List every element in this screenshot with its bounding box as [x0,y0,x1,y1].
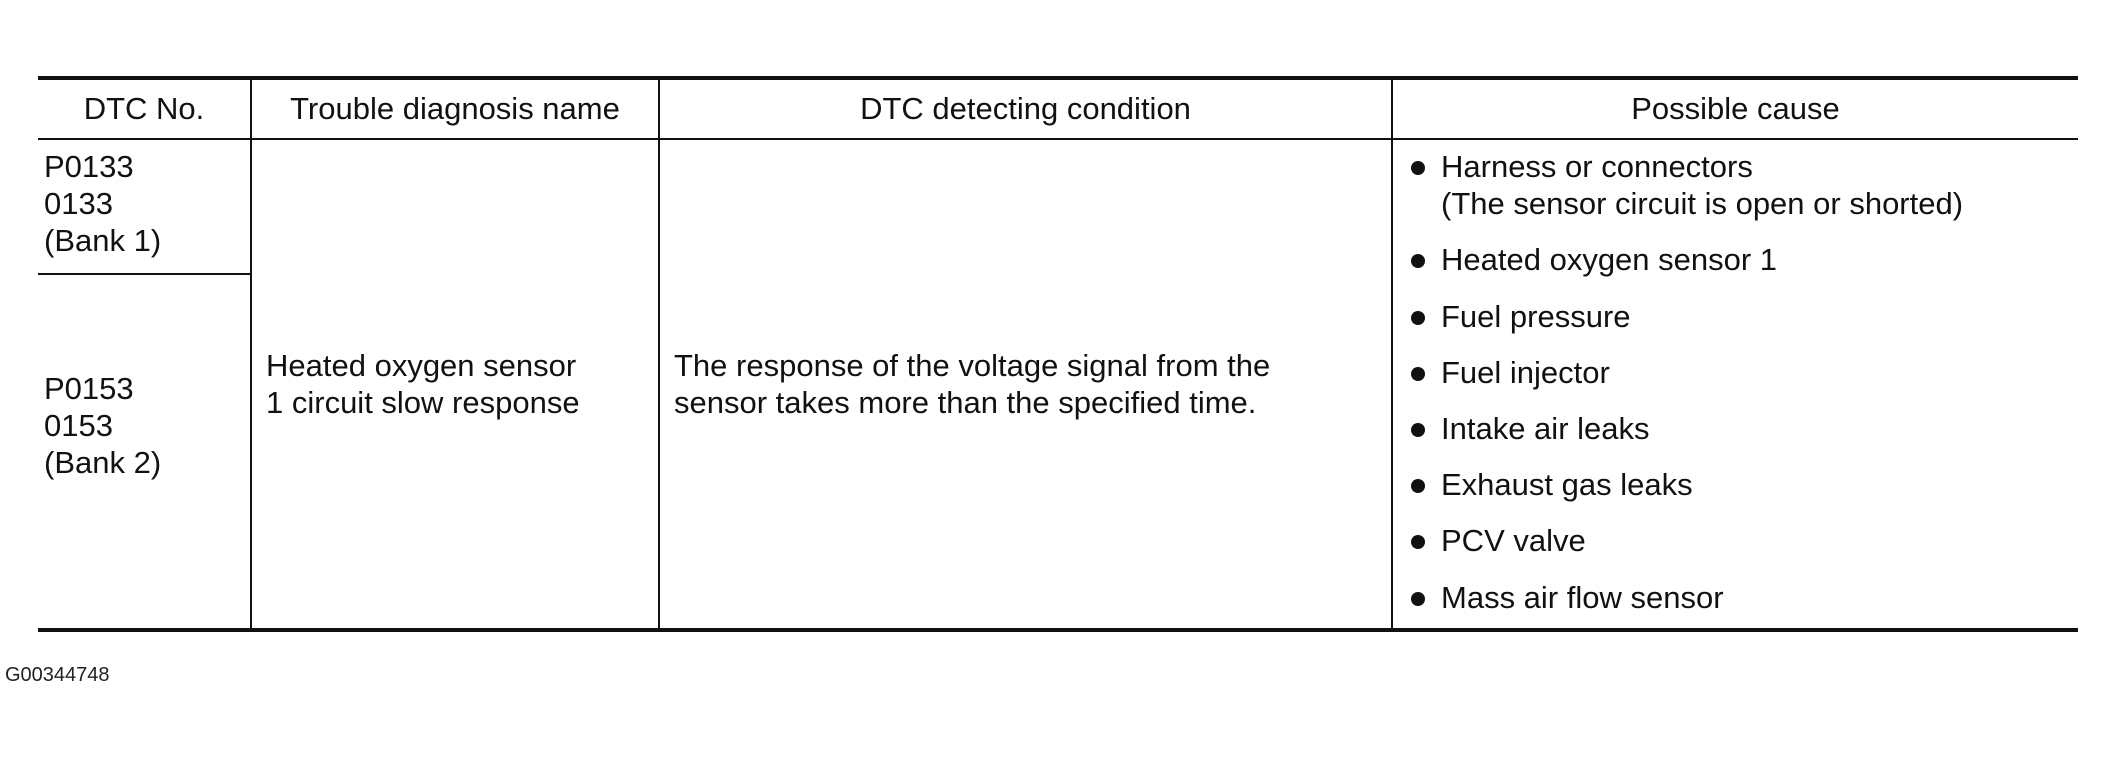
cause-text: Intake air leaks [1441,410,1650,446]
possible-cause-cell: Harness or connectors (The sensor circui… [1391,139,2078,632]
bullet-icon [1411,591,1425,606]
list-item: Heated oxygen sensor 1 [1393,241,2078,278]
header-possible-cause: Possible cause [1391,76,2078,140]
bank-label: (Bank 2) [44,445,162,481]
list-item: Exhaust gas leaks [1393,466,2078,503]
header-dtc-no: DTC No. [38,76,251,140]
bank-2-codes: P0153 0153 (Bank 2) [38,275,250,488]
trouble-name-line: 1 circuit slow response [266,385,580,420]
condition-line: The response of the voltage signal from … [674,347,1271,383]
cause-text: PCV valve [1441,523,1586,559]
list-item: Intake air leaks [1393,410,2078,447]
bullet-icon [1411,422,1425,437]
header-trouble-diagnosis-name: Trouble diagnosis name [250,76,659,140]
bullet-icon [1411,479,1425,494]
cause-text: Mass air flow sensor [1441,579,1724,615]
possible-cause-list: Harness or connectors (The sensor circui… [1393,140,2078,616]
condition-line: sensor takes more than the specified tim… [674,385,1257,420]
table-header-row: DTC No. Trouble diagnosis name DTC detec… [38,76,2078,140]
cause-text: Fuel pressure [1441,298,1631,334]
list-item: PCV valve [1393,522,2078,559]
list-item: Harness or connectors (The sensor circui… [1393,148,2078,222]
bullet-icon [1411,254,1425,269]
trouble-diagnosis-name-cell: Heated oxygen sensor 1 circuit slow resp… [250,139,659,632]
dtc-code-short: 0133 [44,186,113,222]
table-row: P0133 0133 (Bank 1) P0153 0153 (Bank 2) … [38,139,2078,632]
list-item: Fuel injector [1393,354,2078,391]
cause-text: Exhaust gas leaks [1441,467,1693,503]
cause-text: Harness or connectors [1441,149,1753,184]
dtc-code: P0133 [44,149,134,184]
list-item: Mass air flow sensor [1393,579,2078,616]
dtc-table: DTC No. Trouble diagnosis name DTC detec… [38,76,2078,632]
bank-1-codes: P0133 0133 (Bank 1) [38,140,250,275]
cause-text: Fuel injector [1441,354,1610,390]
detecting-condition-cell: The response of the voltage signal from … [658,139,1392,632]
header-dtc-detecting-condition: DTC detecting condition [658,76,1392,140]
list-item: Fuel pressure [1393,298,2078,335]
bullet-icon [1411,161,1425,175]
dtc-number-cell: P0133 0133 (Bank 1) P0153 0153 (Bank 2) [38,139,251,632]
bullet-icon [1411,535,1425,550]
bullet-icon [1411,366,1425,381]
bullet-icon [1411,310,1425,325]
trouble-name-line: Heated oxygen sensor [266,347,577,383]
cause-subtext: (The sensor circuit is open or shorted) [1441,186,1964,222]
dtc-code: P0153 [44,371,134,406]
dtc-code-short: 0153 [44,408,113,444]
bank-label: (Bank 1) [44,223,162,259]
figure-id: G00344748 [5,664,110,686]
cause-text: Heated oxygen sensor 1 [1441,242,1778,278]
